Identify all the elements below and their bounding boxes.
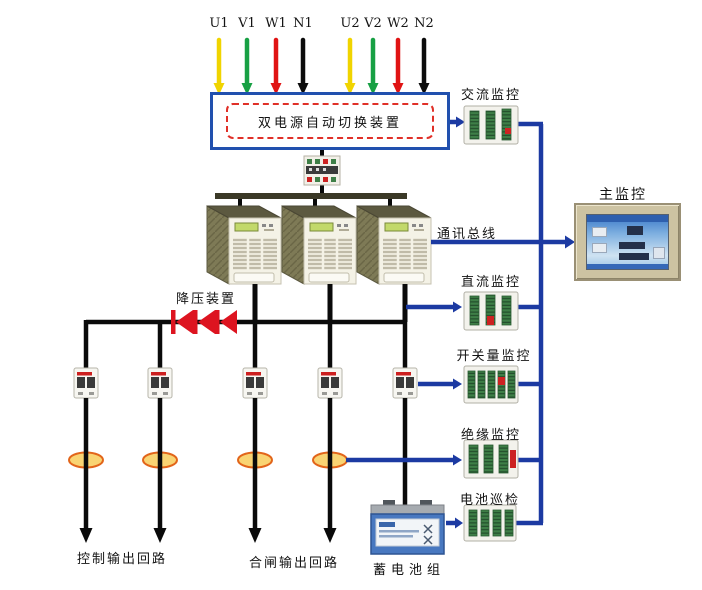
ac-monitor-module: [463, 105, 519, 145]
output-feeders: [79, 398, 408, 543]
battery-pack-label: 蓄电池组: [372, 563, 446, 578]
breaker-4: [317, 367, 343, 399]
battery-image: [370, 500, 445, 555]
ac-monitor-label: 交流监控: [460, 88, 522, 103]
main-monitor-panel: [574, 203, 681, 281]
battery-inspection-label: 电池巡检: [459, 493, 521, 508]
screen-widget: [592, 243, 607, 253]
breaker-2: [147, 367, 173, 399]
breaker-3: [242, 367, 268, 399]
phase-label-w2: W2: [387, 16, 409, 31]
stepdown-label: 降压装置: [175, 292, 237, 307]
power-module-1: [205, 204, 283, 286]
insulation-monitor-label: 绝缘监控: [460, 428, 522, 443]
breaker-1: [73, 367, 99, 399]
battery-inspection-module: [463, 504, 517, 542]
screen-widget: [627, 226, 643, 235]
screen-widget: [653, 247, 665, 259]
dc-monitor-module: [463, 291, 519, 331]
current-transformers: [68, 451, 348, 469]
phase-label-v2: V2: [364, 16, 382, 31]
main-monitor-label: 主监控: [599, 187, 647, 203]
insulation-monitor-module: [463, 439, 519, 479]
screen-statusbar: [587, 264, 668, 269]
switch-monitor-module: [463, 365, 519, 404]
phase-label-n2: N2: [414, 16, 434, 31]
stepdown-diodes: [171, 310, 237, 334]
ats-dashed-frame: 双电源自动切换装置: [226, 103, 434, 139]
phase-label-n1: N1: [293, 16, 313, 31]
dc-monitor-label: 直流监控: [460, 275, 522, 290]
screen-widget: [619, 242, 645, 249]
control-output-label: 控制输出回路: [76, 552, 168, 567]
screen-widget: [592, 227, 607, 237]
screen-titlebar: [587, 215, 668, 222]
breaker-5: [392, 367, 418, 399]
ats-box: 双电源自动切换装置: [210, 92, 450, 150]
closing-output-label: 合闸输出回路: [248, 556, 340, 571]
comm-wiring: [346, 116, 575, 529]
main-monitor-screen: [586, 214, 669, 270]
comm-bus-label: 通讯总线: [436, 227, 498, 242]
phase-input-arrows: [213, 37, 430, 95]
ats-label: 双电源自动切换装置: [257, 115, 402, 131]
phase-label-w1: W1: [265, 16, 287, 31]
power-module-2: [280, 204, 358, 286]
phase-label-u1: U1: [209, 16, 229, 31]
switch-monitor-label: 开关量监控: [456, 349, 532, 364]
screen-widget: [619, 253, 649, 260]
module-bus-bar: [215, 193, 407, 199]
dc-bus: [83, 319, 408, 369]
power-module-3: [355, 204, 433, 286]
module-output-lines: [252, 284, 408, 322]
distribution-breaker: [303, 155, 341, 186]
phase-label-v1: V1: [238, 16, 256, 31]
phase-label-u2: U2: [340, 16, 360, 31]
